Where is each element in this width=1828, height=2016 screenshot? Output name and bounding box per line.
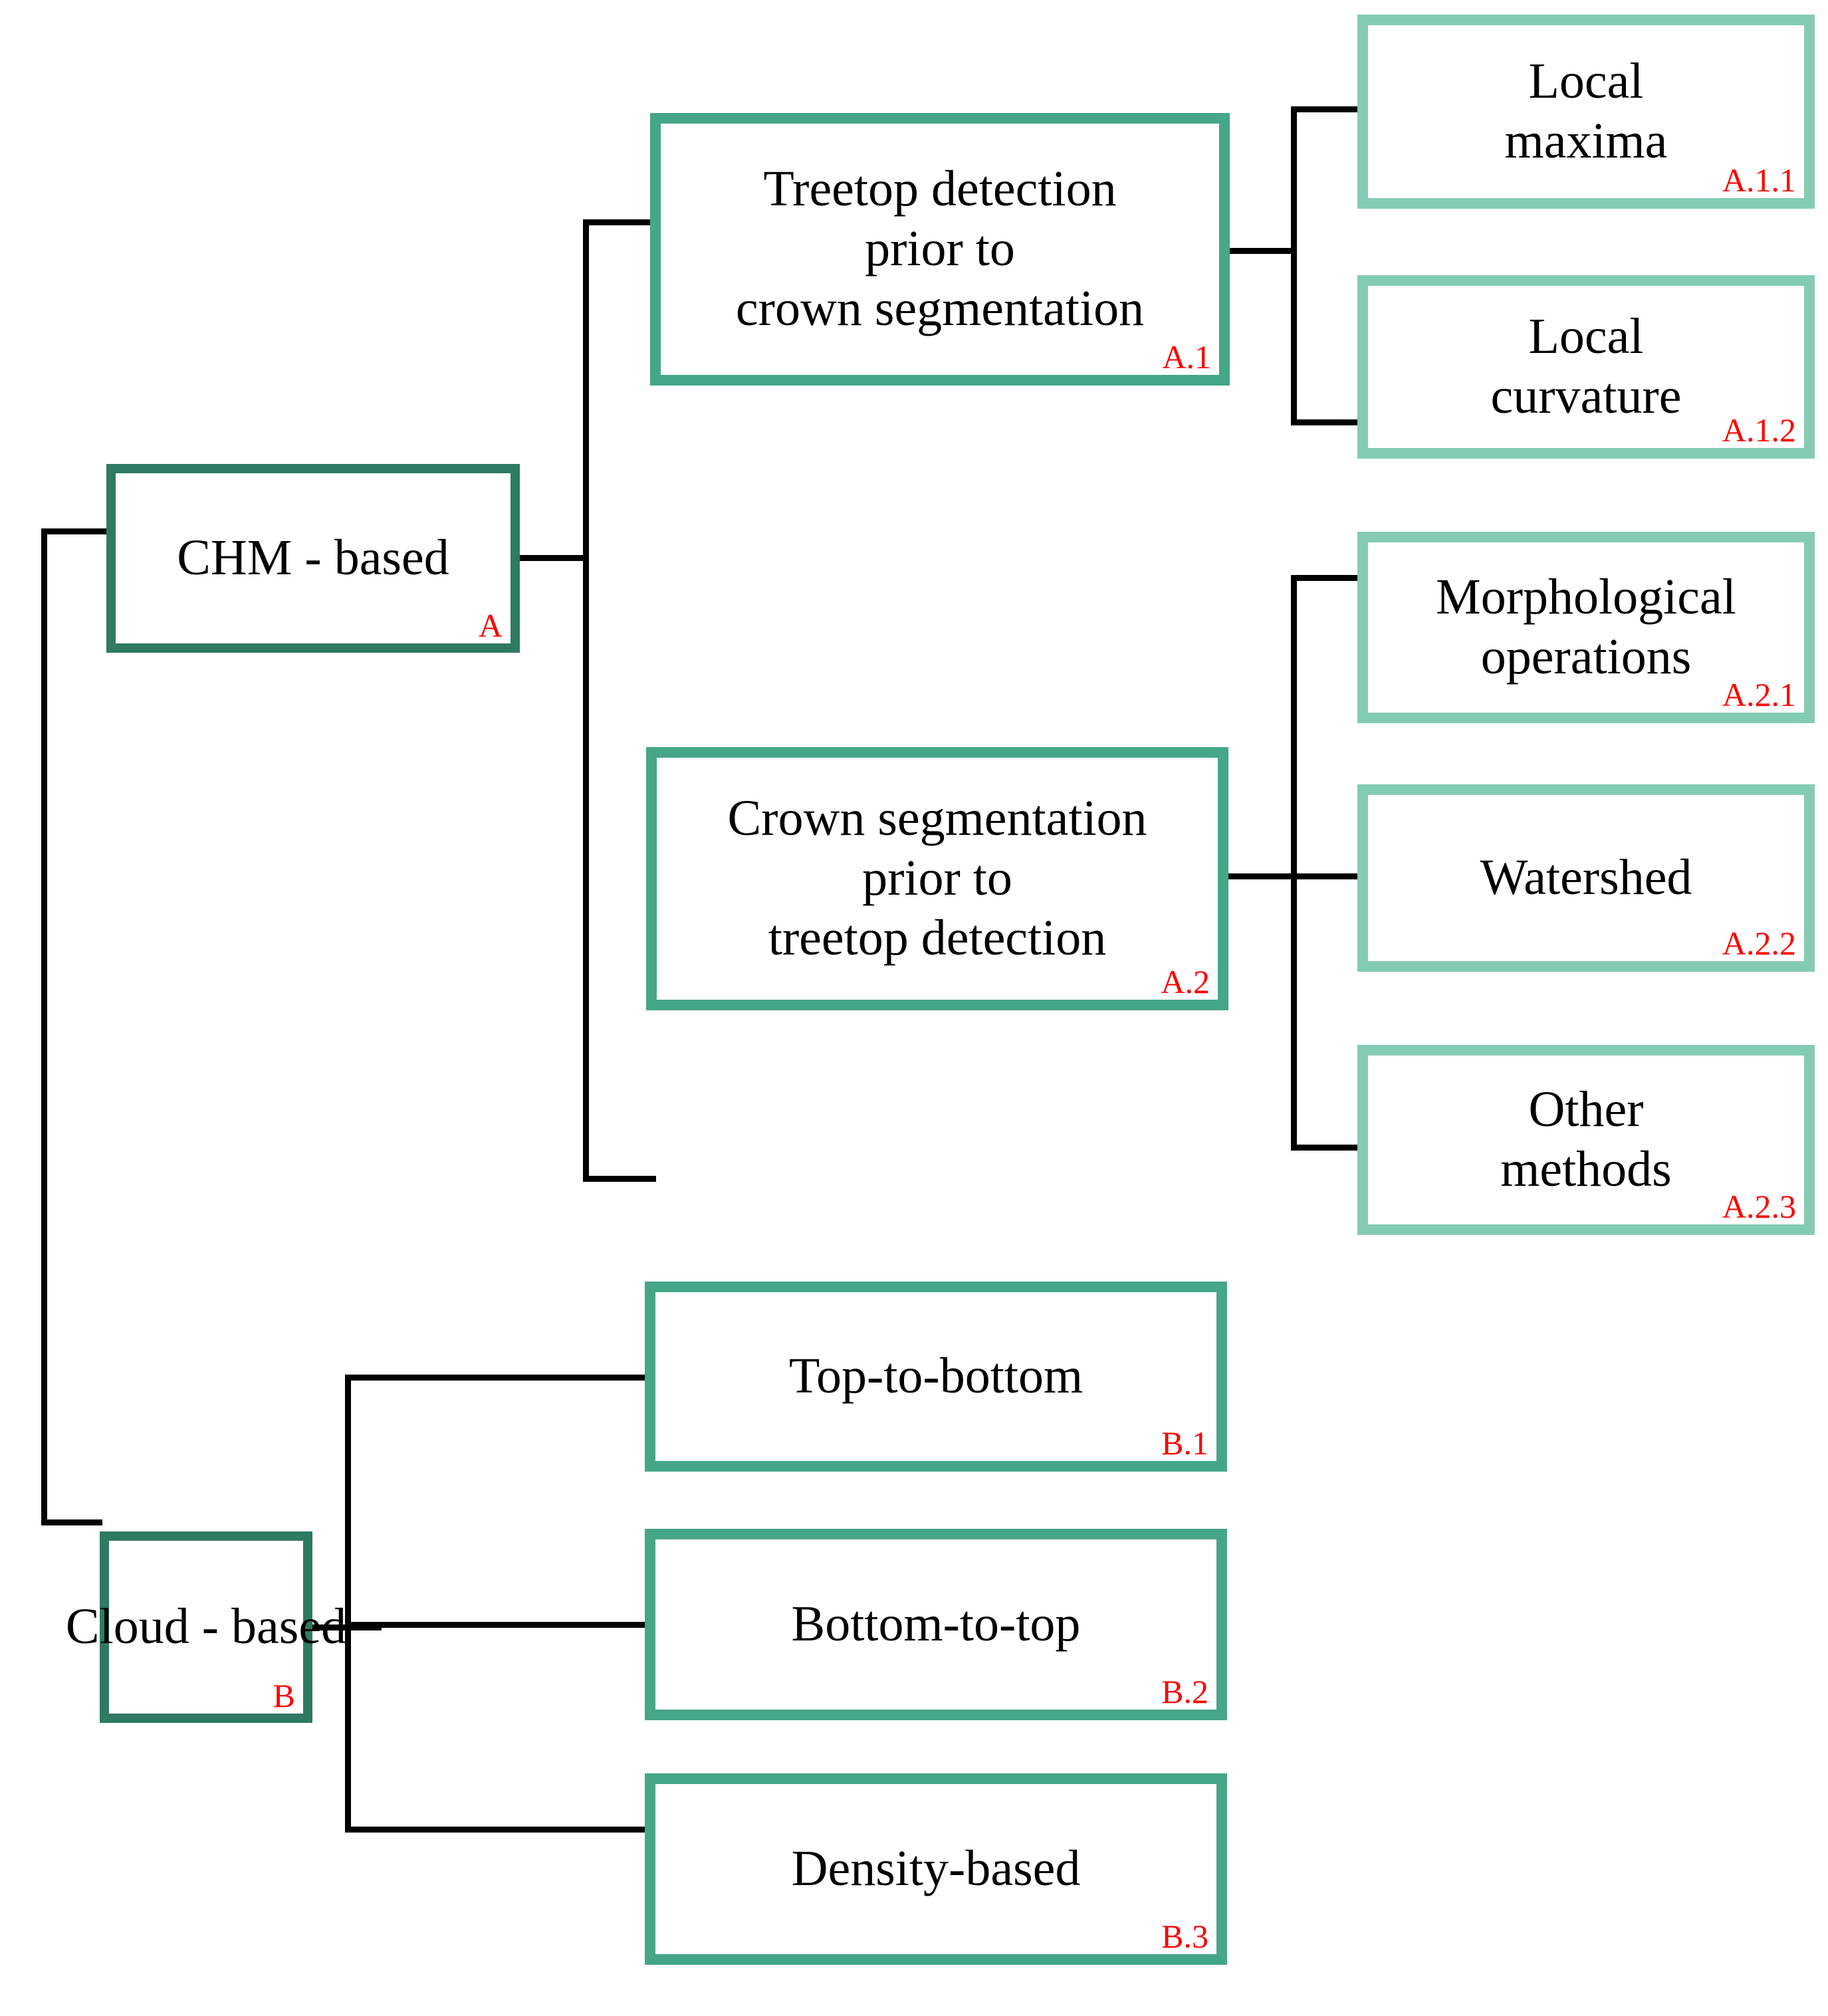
node-treetop-detection-prior-code: A.1 [1162,338,1211,376]
node-watershed-code: A.2.2 [1722,925,1796,962]
node-bottom-to-top[interactable]: Bottom-to-top B.2 [645,1529,1227,1720]
node-top-to-bottom-label: Top-to-bottom [788,1348,1084,1404]
node-top-to-bottom[interactable]: Top-to-bottom B.1 [645,1282,1227,1472]
node-local-curvature[interactable]: Local curvature A.1.2 [1357,275,1815,459]
node-chm-based-code: A [478,607,503,644]
node-top-to-bottom-code: B.1 [1161,1424,1208,1462]
node-morphological-operations[interactable]: Morphological operations A.2.1 [1357,532,1815,723]
connector-a1-spine [1291,106,1297,425]
node-morphological-operations-label: Morphological operations [1436,569,1736,685]
node-local-maxima-label: Local maxima [1504,53,1668,169]
connector-root-spine [41,528,47,1525]
node-watershed[interactable]: Watershed A.2.2 [1357,784,1815,972]
node-morphological-operations-code: A.2.1 [1722,676,1796,713]
connector-a-to-a2 [583,1176,656,1182]
connector-b-to-b2 [345,1622,648,1628]
connector-a2-to-a23 [1291,1145,1363,1151]
node-local-maxima-code: A.1.1 [1722,162,1796,199]
connector-a-to-a1 [583,219,656,225]
node-cloud-based[interactable]: Cloud - based B [66,1531,346,1723]
connector-b-spine [345,1375,351,1832]
node-cloud-based-label: Cloud - based [65,1599,347,1655]
node-treetop-detection-prior[interactable]: Treetop detection prior to crown segment… [650,113,1230,386]
connector-a-out [517,555,589,561]
node-local-maxima[interactable]: Local maxima A.1.1 [1357,15,1815,209]
node-crown-segmentation-prior-label: Crown segmentation prior to treetop dete… [727,790,1147,966]
connector-a2-to-a22 [1291,873,1363,879]
connector-a2-to-a21 [1291,575,1363,581]
connector-a1-to-a12 [1291,419,1363,425]
node-crown-segmentation-prior-code: A.2 [1161,963,1210,1000]
node-other-methods-code: A.2.3 [1722,1188,1796,1225]
node-other-methods[interactable]: Other methods A.2.3 [1357,1045,1815,1235]
node-density-based-code: B.3 [1161,1918,1208,1955]
node-cloud-based-code: B [273,1677,295,1714]
connector-a-spine [583,219,589,1182]
connector-root-to-b [41,1519,102,1525]
node-local-curvature-code: A.1.2 [1722,411,1796,449]
connector-root-to-a [41,528,110,534]
connector-b-to-b1 [345,1375,648,1381]
connector-a1-out [1226,248,1297,254]
node-bottom-to-top-label: Bottom-to-top [791,1596,1081,1652]
node-bottom-to-top-code: B.2 [1161,1673,1208,1710]
node-density-based[interactable]: Density-based B.3 [645,1773,1227,1965]
connector-b-to-b3 [345,1827,648,1833]
node-crown-segmentation-prior[interactable]: Crown segmentation prior to treetop dete… [646,747,1228,1010]
connector-a1-to-a11 [1291,106,1363,112]
node-other-methods-label: Other methods [1500,1081,1672,1197]
connector-a2-out [1225,873,1297,879]
connector-a2-spine [1291,575,1297,1151]
node-watershed-label: Watershed [1480,849,1692,906]
node-treetop-detection-prior-label: Treetop detection prior to crown segment… [735,161,1145,336]
node-chm-based-label: CHM - based [177,530,449,586]
node-density-based-label: Density-based [791,1841,1081,1897]
node-chm-based[interactable]: CHM - based A [106,464,520,653]
node-local-curvature-label: Local curvature [1490,308,1682,424]
